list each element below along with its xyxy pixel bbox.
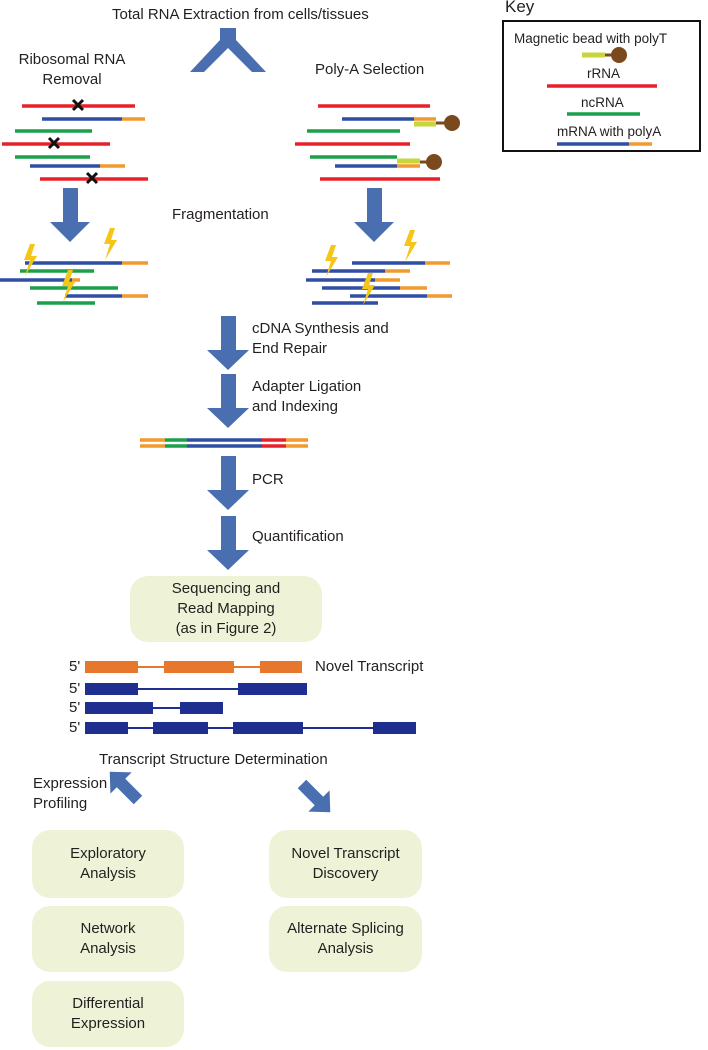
novel-transcript-discovery-box: Novel Transcript Discovery xyxy=(269,830,422,898)
network-line1: Network xyxy=(80,920,136,937)
adapter-line2: and Indexing xyxy=(252,398,338,415)
adapter-ligation-label: Adapter Ligation and Indexing xyxy=(252,377,361,417)
top-title: Total RNA Extraction from cells/tissues xyxy=(112,6,369,23)
key-legend xyxy=(502,20,701,152)
quantification-label: Quantification xyxy=(252,528,344,545)
key-mrna-label: mRNA with polyA xyxy=(557,124,662,139)
exploratory-line2: Analysis xyxy=(80,865,136,882)
cdna-line2: End Repair xyxy=(252,340,328,357)
differential-line1: Differential xyxy=(72,995,144,1012)
exploratory-analysis-box: Exploratory Analysis xyxy=(32,830,184,898)
differential-expression-box: Differential Expression xyxy=(32,981,184,1047)
alt-splicing-line1: Alternate Splicing xyxy=(287,920,404,937)
key-title: Key xyxy=(505,0,535,16)
adapter-ligated-cdna xyxy=(140,438,308,448)
polya-selection-title: Poly-A Selection xyxy=(315,61,425,78)
magnetic-beads xyxy=(426,115,460,170)
ribosomal-removal-line1: Ribosomal RNA xyxy=(18,51,126,68)
cdna-line1: cDNA Synthesis and xyxy=(252,320,389,337)
alt-splicing-line2: Analysis xyxy=(317,940,374,957)
expression-line2: Profiling xyxy=(33,795,88,812)
ribosomal-removal-title: Ribosomal RNA Removal xyxy=(6,50,138,90)
alternate-splicing-box: Alternate Splicing Analysis xyxy=(269,906,422,972)
ribosomal-removal-strands xyxy=(2,104,148,181)
novel-discovery-line2: Discovery xyxy=(312,865,379,882)
pcr-label: PCR xyxy=(252,471,284,488)
transcript-models xyxy=(85,661,416,734)
bead-icon xyxy=(611,47,627,63)
five-prime-label: 5' xyxy=(69,680,81,697)
adapter-line1: Adapter Ligation xyxy=(252,378,362,395)
lightning-icon xyxy=(362,273,375,305)
pcr-arrow xyxy=(207,456,249,510)
left-fragments xyxy=(0,261,148,305)
key-samples xyxy=(547,47,657,146)
arrows xyxy=(50,28,394,813)
ribosomal-removal-line2: Removal xyxy=(42,71,102,88)
adapter-arrow xyxy=(207,374,249,428)
novel-transcript-label: Novel Transcript xyxy=(315,658,424,675)
five-prime-label: 5' xyxy=(69,719,81,736)
differential-line2: Expression xyxy=(70,1015,146,1032)
lightning-icon xyxy=(104,228,117,260)
expression-line1: Expression xyxy=(33,775,108,792)
network-analysis-box: Network Analysis xyxy=(32,906,184,972)
removal-x-marks xyxy=(47,98,99,185)
novel-discovery-line1: Novel Transcript xyxy=(291,845,400,862)
quantification-arrow xyxy=(207,516,249,570)
lightning-icon xyxy=(404,230,417,262)
bead-icon xyxy=(426,154,442,170)
sequencing-line3: (as in Figure 2) xyxy=(175,620,277,637)
fragmentation-label: Fragmentation xyxy=(172,206,269,223)
split-chevron-arrow xyxy=(190,28,266,72)
structure-determination-label: Transcript Structure Determination xyxy=(99,751,328,768)
right-fragments xyxy=(306,261,452,305)
sequencing-line2: Read Mapping xyxy=(177,600,275,617)
right-fragmentation-arrow xyxy=(354,188,394,242)
lightning-icon xyxy=(325,245,338,277)
lightning-icon xyxy=(24,244,37,276)
polya-selection-strands xyxy=(295,104,446,181)
network-line2: Analysis xyxy=(80,940,136,957)
left-fragmentation-arrow xyxy=(50,188,90,242)
exploratory-line1: Exploratory xyxy=(70,845,146,862)
cdna-arrow xyxy=(207,316,249,370)
five-prime-label: 5' xyxy=(69,658,81,675)
expression-arrow xyxy=(109,771,143,805)
sequencing-line1: Sequencing and xyxy=(171,580,281,597)
key-rrna-label: rRNA xyxy=(587,66,620,81)
key-bead-label: Magnetic bead with polyT xyxy=(514,31,668,46)
five-prime-label: 5' xyxy=(69,699,81,716)
lightning-icons xyxy=(24,228,417,305)
bead-icon xyxy=(444,115,460,131)
sequencing-box: Sequencing and Read Mapping (as in Figur… xyxy=(130,576,322,642)
lightning-icon xyxy=(62,270,75,302)
key-ncrna-label: ncRNA xyxy=(581,95,624,110)
expression-profiling-label: Expression Profiling xyxy=(33,774,107,814)
cdna-synthesis-label: cDNA Synthesis and End Repair xyxy=(252,319,389,359)
discovery-arrow xyxy=(297,779,331,813)
